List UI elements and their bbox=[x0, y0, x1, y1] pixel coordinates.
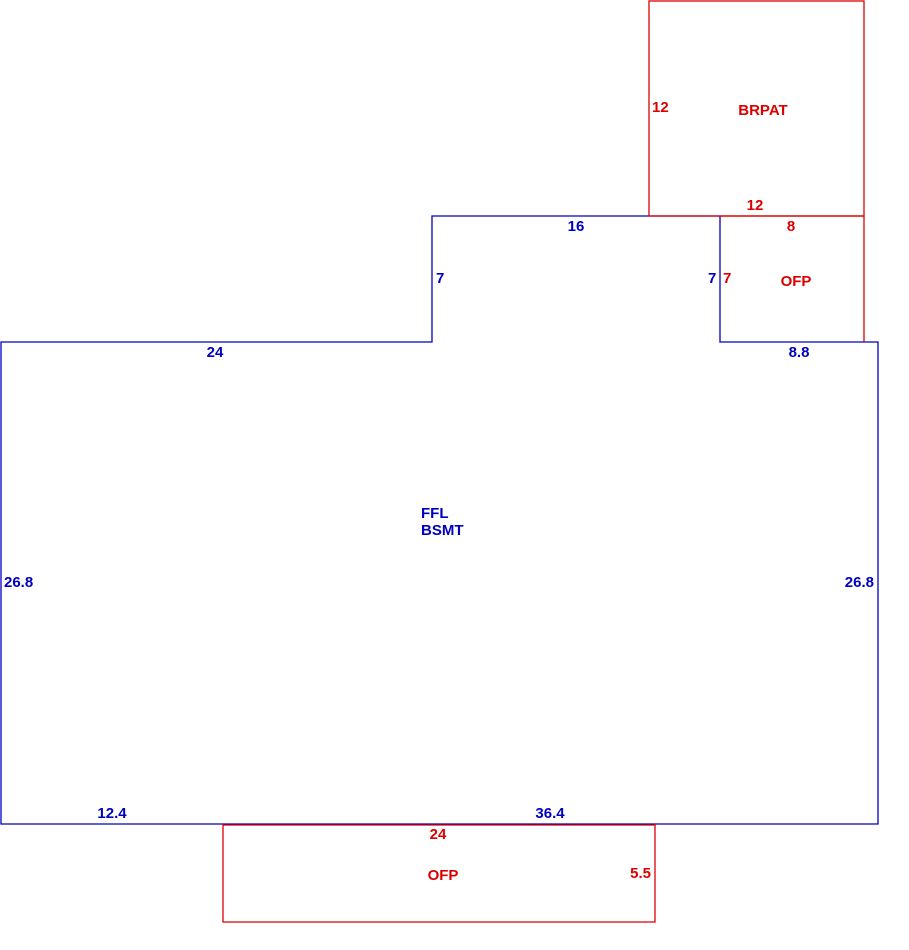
dim-left: 26.8 bbox=[4, 574, 33, 591]
ofp-bottom-label: OFP bbox=[428, 867, 459, 884]
brpat-label: BRPAT bbox=[738, 102, 787, 119]
ofp-bottom-dim-right: 5.5 bbox=[630, 865, 651, 882]
brpat-dim-bottom: 12 bbox=[747, 197, 764, 214]
ofp-top-dim-left: 7 bbox=[723, 270, 731, 287]
ofp-top-dim-top: 8 bbox=[787, 218, 795, 235]
brpat-dim-left: 12 bbox=[652, 99, 669, 116]
dim-bump-top: 16 bbox=[568, 218, 585, 235]
dim-top-left: 24 bbox=[207, 344, 224, 361]
main-area-label-ffl: FFL bbox=[421, 505, 449, 522]
dim-bump-left: 7 bbox=[436, 270, 444, 287]
dim-bump-right: 7 bbox=[708, 270, 716, 287]
main-area-label-bsmt: BSMT bbox=[421, 522, 464, 539]
dim-right: 26.8 bbox=[845, 574, 874, 591]
dim-right-top: 8.8 bbox=[789, 344, 810, 361]
ofp-bottom-outline bbox=[222, 824, 656, 923]
dim-bottom-right: 36.4 bbox=[535, 805, 565, 822]
dim-bottom-left: 12.4 bbox=[97, 805, 127, 822]
ofp-top-outline bbox=[720, 215, 865, 342]
main-area-outline bbox=[0, 215, 879, 825]
ofp-bottom-dim-top: 24 bbox=[430, 826, 447, 843]
ofp-top-label: OFP bbox=[781, 273, 812, 290]
